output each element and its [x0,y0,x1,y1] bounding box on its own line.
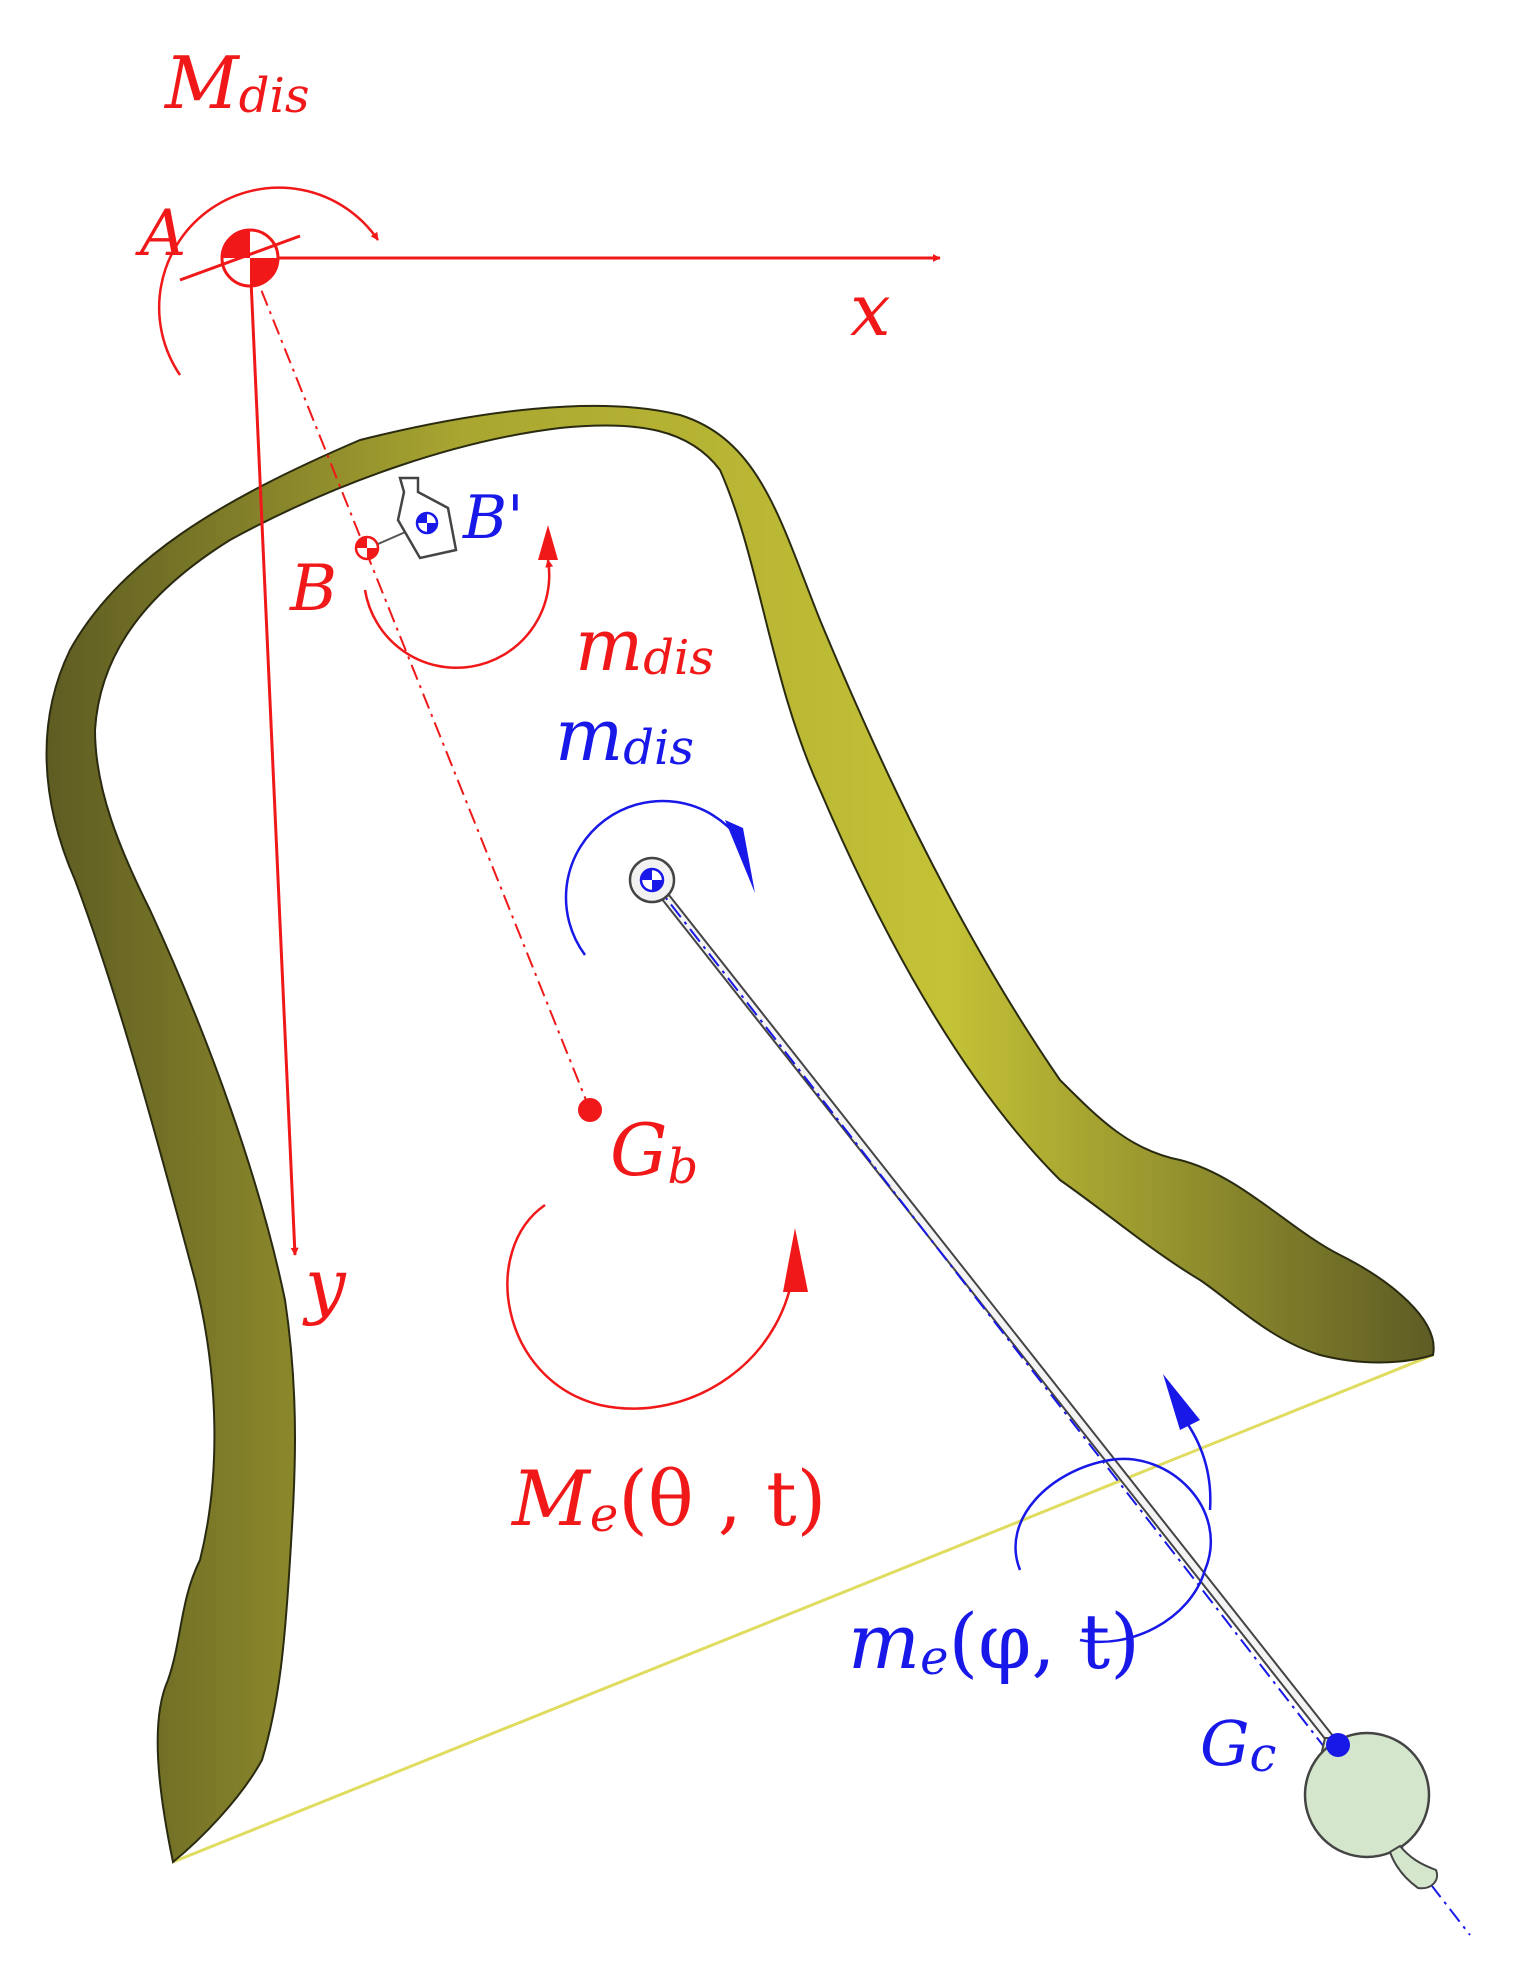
me-clapper-arrowhead [1163,1374,1200,1430]
label-me-phi-t: me(φ, t) [848,1597,1140,1686]
m-dis-moment-arc-clapper [564,799,742,956]
me-arrowhead [783,1228,808,1292]
label-g-b: Gb [610,1108,698,1195]
m-dis-moment-arc-b [363,559,554,669]
label-g-c: Gc [1200,1707,1276,1783]
label-m-dis-a: Mdis [163,41,309,125]
bell-mouth-line [172,1353,1434,1864]
clapper-pivot-icon [628,856,676,904]
point-gb-icon [578,1098,602,1122]
label-y: y [302,1243,347,1327]
clapper-rod-centerline [651,879,1471,1936]
clapper-ball [1303,1731,1438,1890]
label-me-theta-t: Me(θ , t) [510,1454,826,1543]
bell-body [45,404,1435,1864]
m-dis-arrowhead-b [538,525,558,560]
point-b-icon [354,535,380,561]
label-b-prime: B' [462,483,524,553]
point-b-prime-icon [396,476,458,560]
label-x: x [850,268,891,352]
me-moment-arc [506,1203,797,1410]
m-dis-moment-arc-a [157,186,380,376]
y-axis [248,257,299,1256]
pivot-a-icon [179,228,301,288]
clapper-rod [649,878,1338,1747]
m-dis-arrowhead-clapper [725,820,755,893]
point-gc-icon [1326,1733,1350,1757]
label-b: B [289,552,337,626]
a-gb-centerline [249,261,591,1111]
me-clapper-moment-arc [1014,1457,1212,1644]
me-clapper-arc-lead [1185,1422,1212,1511]
label-a: A [135,197,186,271]
label-m-dis-clapper: mdis [555,693,694,777]
label-m-dis-b: mdis [575,603,714,687]
